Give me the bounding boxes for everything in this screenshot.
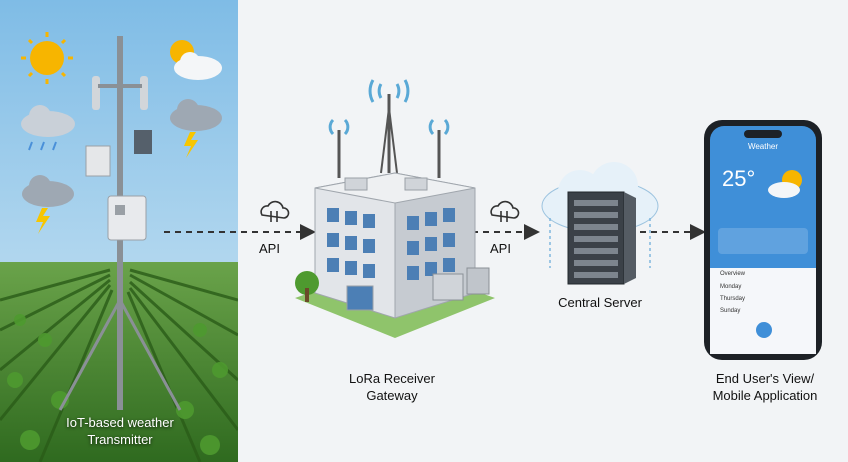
storm-cloud-icon xyxy=(22,175,74,234)
user-label-line-2: Mobile Application xyxy=(712,388,818,403)
server-label-line-1: Central Server xyxy=(558,295,642,310)
weather-station xyxy=(58,36,182,411)
phone-header: Weather xyxy=(747,142,779,151)
storm-cloud-icon xyxy=(170,99,222,158)
phone-day: Sunday xyxy=(720,308,741,314)
server-label: Central Server xyxy=(530,294,670,311)
phone-overview-title: Overview xyxy=(720,271,746,277)
edge-label-api: API xyxy=(259,241,280,256)
cloud-sync-icon xyxy=(490,200,520,222)
gateway-label-line-2: Gateway xyxy=(366,388,418,403)
gateway-label: LoRa Receiver Gateway xyxy=(322,370,462,404)
central-server xyxy=(541,162,659,285)
edge-label-api: API xyxy=(490,241,511,256)
sun-icon xyxy=(21,32,73,84)
cloud-sync-icon xyxy=(260,200,290,222)
partly-cloudy-icon xyxy=(170,40,222,80)
phone-day: Monday xyxy=(720,284,742,290)
user-label-line-1: End User's View/ xyxy=(715,371,815,386)
phone-day: Thursday xyxy=(720,296,746,302)
gateway-label-line-1: LoRa Receiver xyxy=(349,371,435,386)
station-label-line-1: IoT-based weather xyxy=(66,415,174,430)
station-label-line-2: Transmitter xyxy=(87,432,153,447)
gateway-building xyxy=(295,79,495,338)
mobile-phone xyxy=(704,120,822,360)
phone-temperature: 25° xyxy=(722,166,756,191)
station-label: IoT-based weather Transmitter xyxy=(20,414,220,448)
rain-cloud-icon xyxy=(21,105,75,151)
user-label: End User's View/ Mobile Application xyxy=(690,370,840,404)
partly-cloudy-icon xyxy=(768,170,802,198)
signal-waves-icon xyxy=(328,79,450,136)
